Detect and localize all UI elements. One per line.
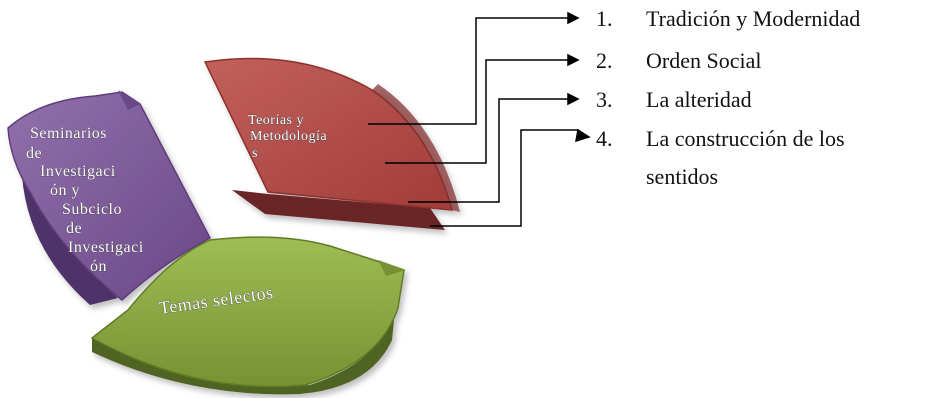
segment-seminarios-label-line: ón bbox=[90, 258, 107, 275]
segment-seminarios-label-line: Seminarios bbox=[30, 125, 107, 142]
connectors bbox=[368, 11, 591, 227]
segment-temas-arrowhead bbox=[378, 260, 406, 276]
topic-list: 1. Tradición y Modernidad 2. Orden Socia… bbox=[596, 6, 860, 189]
segment-teorias: Teorías y Metodología s bbox=[203, 57, 460, 230]
list-number-3: 3. bbox=[596, 87, 613, 112]
segment-seminarios: Seminarios de Investigaci ón y Subciclo … bbox=[7, 90, 212, 305]
list-number-4: 4. bbox=[596, 126, 613, 151]
segment-temas: Temas selectos bbox=[90, 236, 406, 395]
list-item-2: Orden Social bbox=[646, 48, 761, 73]
connector-1 bbox=[368, 17, 570, 125]
list-item-4: La construcción de los bbox=[646, 126, 845, 151]
segment-teorias-label-line: Metodología bbox=[250, 129, 327, 144]
segment-temas-side bbox=[92, 310, 395, 395]
connector-4 bbox=[430, 129, 579, 227]
segment-teorias-label: Teorías y Metodología s bbox=[248, 113, 331, 161]
segment-seminarios-label-line: Investigaci bbox=[68, 239, 144, 256]
segment-seminarios-label-line: de bbox=[66, 220, 82, 237]
list-number-1: 1. bbox=[596, 6, 613, 31]
segment-teorias-side bbox=[232, 190, 445, 230]
list-number-2: 2. bbox=[596, 48, 613, 73]
segment-seminarios-label-line: ón y bbox=[50, 182, 80, 199]
connector-1-arrowhead bbox=[567, 11, 580, 25]
segment-seminarios-arrowhead bbox=[118, 90, 140, 110]
connector-3 bbox=[408, 98, 570, 203]
segment-teorias-label-line: Teorías y bbox=[248, 113, 304, 128]
segment-temas-face bbox=[90, 236, 405, 388]
connector-2 bbox=[385, 59, 570, 164]
list-item-4-cont: sentidos bbox=[646, 164, 718, 189]
connector-4-arrowhead bbox=[575, 128, 591, 143]
list-item-3: La alteridad bbox=[646, 87, 752, 112]
segment-seminarios-label: Seminarios de Investigaci ón y Subciclo … bbox=[26, 125, 148, 275]
connector-3-arrowhead bbox=[567, 92, 580, 106]
segment-teorias-label-line: s bbox=[252, 146, 258, 161]
segment-seminarios-face bbox=[7, 91, 212, 301]
segment-seminarios-label-line: Subciclo bbox=[62, 201, 122, 218]
segment-teorias-rim bbox=[372, 84, 460, 212]
segment-seminarios-label-line: Investigaci bbox=[40, 163, 116, 180]
segment-seminarios-label-line: de bbox=[26, 145, 42, 162]
connector-2-arrowhead bbox=[567, 53, 580, 67]
list-item-1: Tradición y Modernidad bbox=[646, 6, 860, 31]
